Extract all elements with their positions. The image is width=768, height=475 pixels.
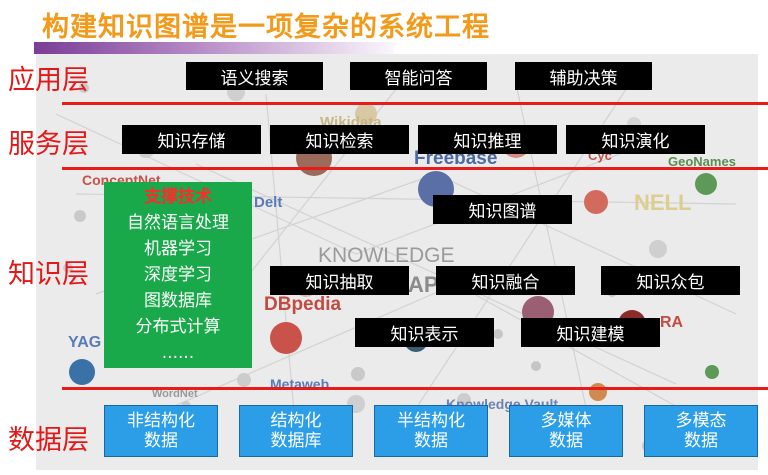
data-box-line: 多模态 (675, 411, 727, 431)
service-box-evolution: 知识演化 (566, 125, 705, 154)
separator-knowledge-data (62, 387, 768, 390)
bg-label-delt: Delt (254, 194, 283, 211)
data-box-unstructured: 非结构化 数据 (104, 405, 218, 457)
data-box-line: 数据 (549, 431, 583, 451)
support-tech-item: 自然语言处理 (127, 213, 229, 233)
knowledge-box-crowdsourcing: 知识众包 (601, 266, 740, 295)
separator-service-knowledge (62, 167, 768, 170)
support-tech-item: 分布式计算 (135, 317, 221, 337)
support-tech-panel: 支撑技术 自然语言处理 机器学习 深度学习 图数据库 分布式计算 ...... (104, 182, 252, 368)
knowledge-box-representation: 知识表示 (355, 318, 494, 347)
data-box-line: 多媒体 (540, 411, 592, 431)
knowledge-box-extraction: 知识抽取 (270, 266, 409, 295)
bg-label-wordnet: WordNet (152, 388, 198, 400)
data-box-multimedia: 多媒体 数据 (509, 405, 623, 457)
service-box-retrieval: 知识检索 (270, 125, 409, 154)
service-box-storage: 知识存储 (122, 125, 261, 154)
data-box-line: 结构化 (270, 411, 322, 431)
slide-title: 构建知识图谱是一项复杂的系统工程 (42, 12, 490, 43)
app-box-semantic-search: 语义搜索 (186, 62, 323, 90)
bg-label-nell: NELL (634, 190, 692, 215)
data-box-line: 数据 (144, 431, 178, 451)
bg-label-ra: RA (660, 314, 684, 331)
data-box-multimodal: 多模态 数据 (644, 405, 758, 457)
bg-label-geonames: GeoNames (668, 154, 736, 169)
support-tech-item: ...... (161, 343, 195, 363)
data-box-line: 半结构化 (397, 411, 465, 431)
app-box-qa: 智能问答 (350, 62, 487, 90)
data-box-structured: 结构化 数据库 (239, 405, 353, 457)
knowledge-box-graph: 知识图谱 (433, 195, 572, 224)
data-box-semistructured: 半结构化 数据 (374, 405, 488, 457)
support-tech-title: 支撑技术 (144, 187, 212, 207)
layer-label-application: 应用层 (8, 65, 89, 96)
knowledge-box-fusion: 知识融合 (436, 266, 575, 295)
separator-application-service (62, 102, 768, 105)
bg-label-ap: AP (408, 272, 439, 297)
knowledge-box-modeling: 知识建模 (521, 318, 660, 347)
support-tech-item: 图数据库 (144, 291, 212, 311)
layer-label-knowledge: 知识层 (8, 259, 89, 290)
layer-label-data: 数据层 (8, 425, 89, 456)
data-box-line: 数据 (414, 431, 448, 451)
bg-label-knowledge: KNOWLEDGE (318, 244, 455, 267)
data-box-line: 数据 (684, 431, 718, 451)
data-box-line: 数据库 (270, 431, 322, 451)
bg-label-dbpedia: DBpedia (264, 294, 342, 315)
bg-label-yag: YAG (68, 334, 102, 351)
data-box-line: 非结构化 (127, 411, 195, 431)
layer-label-service: 服务层 (8, 129, 89, 160)
support-tech-item: 机器学习 (144, 239, 212, 259)
title-underline (34, 42, 394, 54)
support-tech-item: 深度学习 (144, 265, 212, 285)
app-box-decision-support: 辅助决策 (515, 62, 652, 90)
service-box-reasoning: 知识推理 (418, 125, 557, 154)
